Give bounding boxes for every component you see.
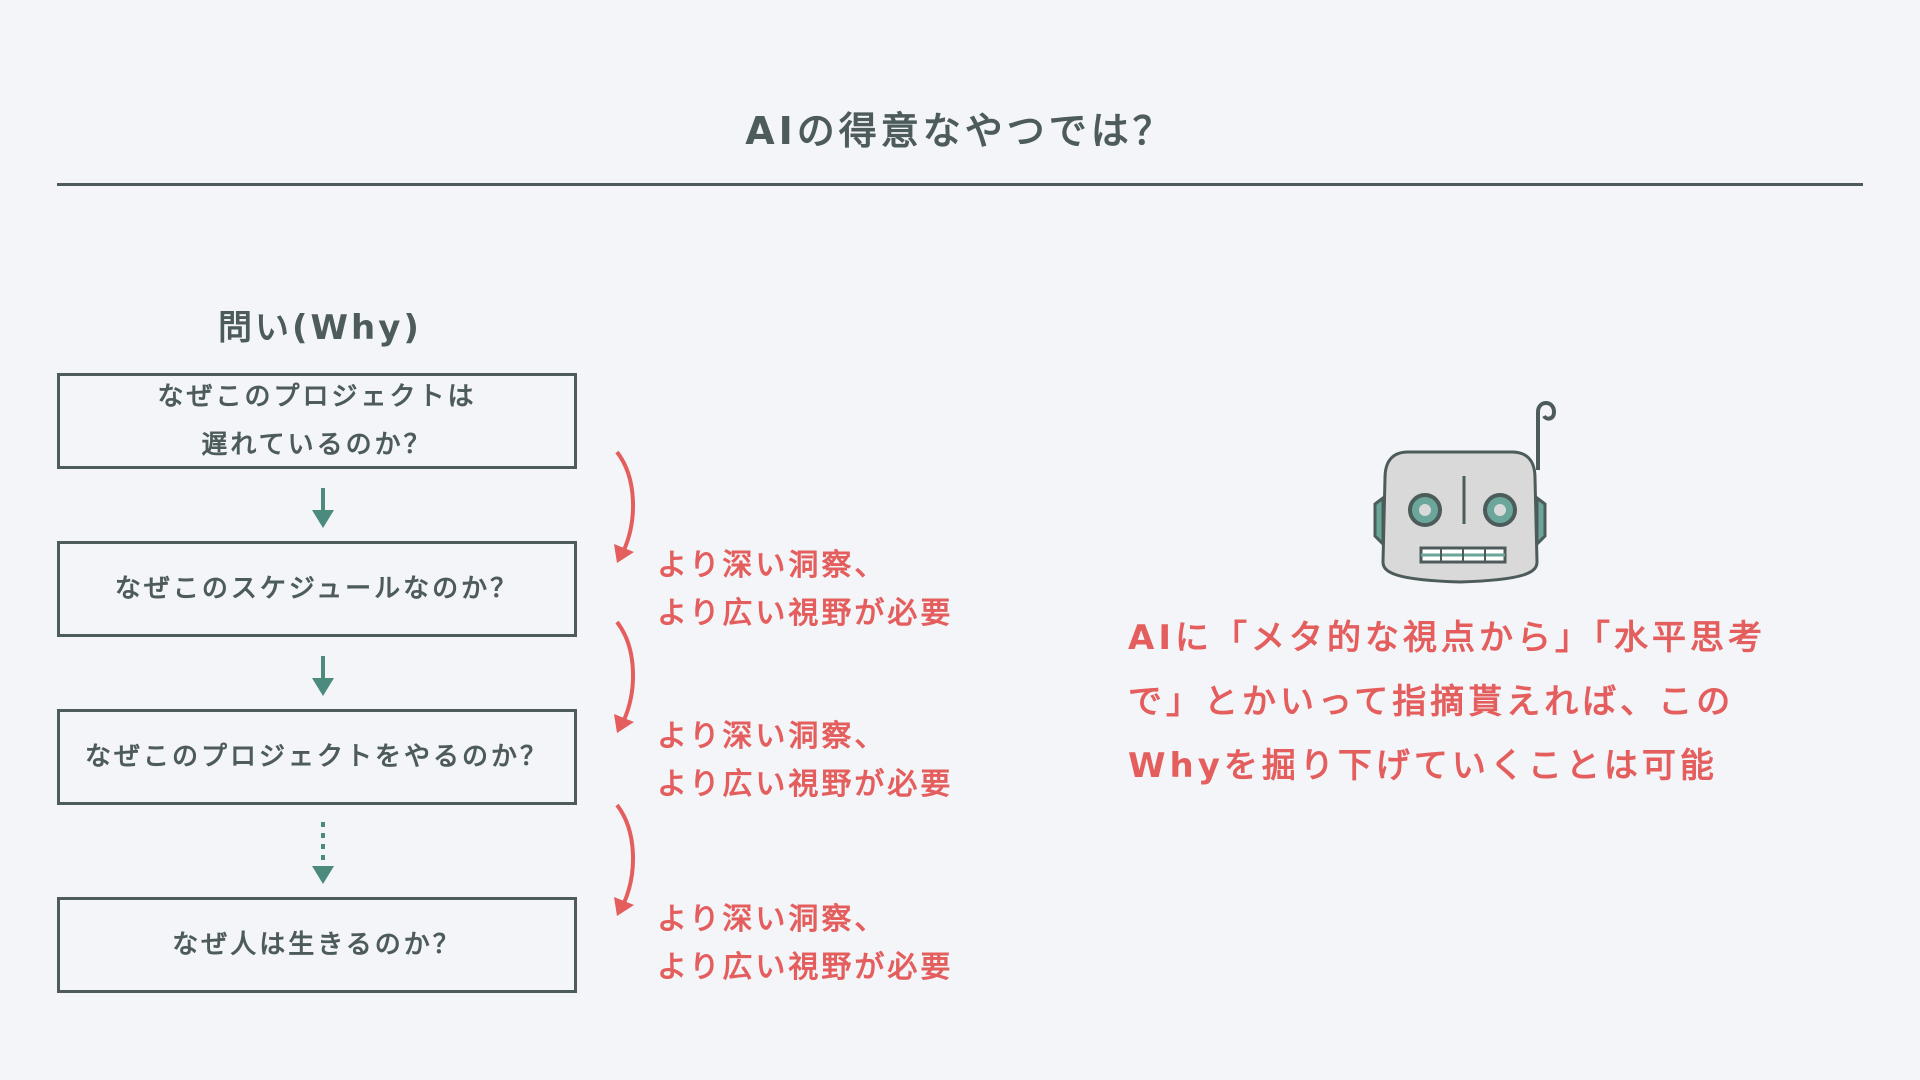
deeper-insight-note-3: より深い洞察、 より広い視野が必要 [657, 902, 954, 985]
curved-arrow-icon [614, 450, 636, 563]
deeper-insight-note-1: より深い洞察、 より広い視野が必要 [657, 548, 954, 631]
ai-statement: AIに「メタ的な視点から」「水平思考で」とかいって指摘貰えれば、このWhyを掘り… [1128, 618, 1766, 786]
deeper-insight-note-2: より深い洞察、 より広い視野が必要 [657, 719, 954, 802]
questions-heading: 問い(Why) [218, 308, 422, 348]
question-box-1: なぜこのプロジェクトは 遅れているのか？ [57, 373, 577, 469]
slide-title: AIの得意なやつでは？ [745, 109, 1175, 153]
question-box-3: なぜこのプロジェクトをやるのか？ [57, 709, 577, 805]
question-box-4: なぜ人は生きるのか？ [57, 897, 577, 993]
curved-arrow-icon [614, 620, 636, 733]
robot-head-icon [1373, 401, 1557, 584]
title-divider [57, 183, 1863, 186]
down-arrow-icon [312, 656, 334, 696]
question-box-2: なぜこのスケジュールなのか？ [57, 541, 577, 637]
down-arrow-icon [312, 488, 334, 528]
dotted-down-arrow-icon [312, 822, 334, 884]
curved-arrow-icon [614, 803, 636, 916]
